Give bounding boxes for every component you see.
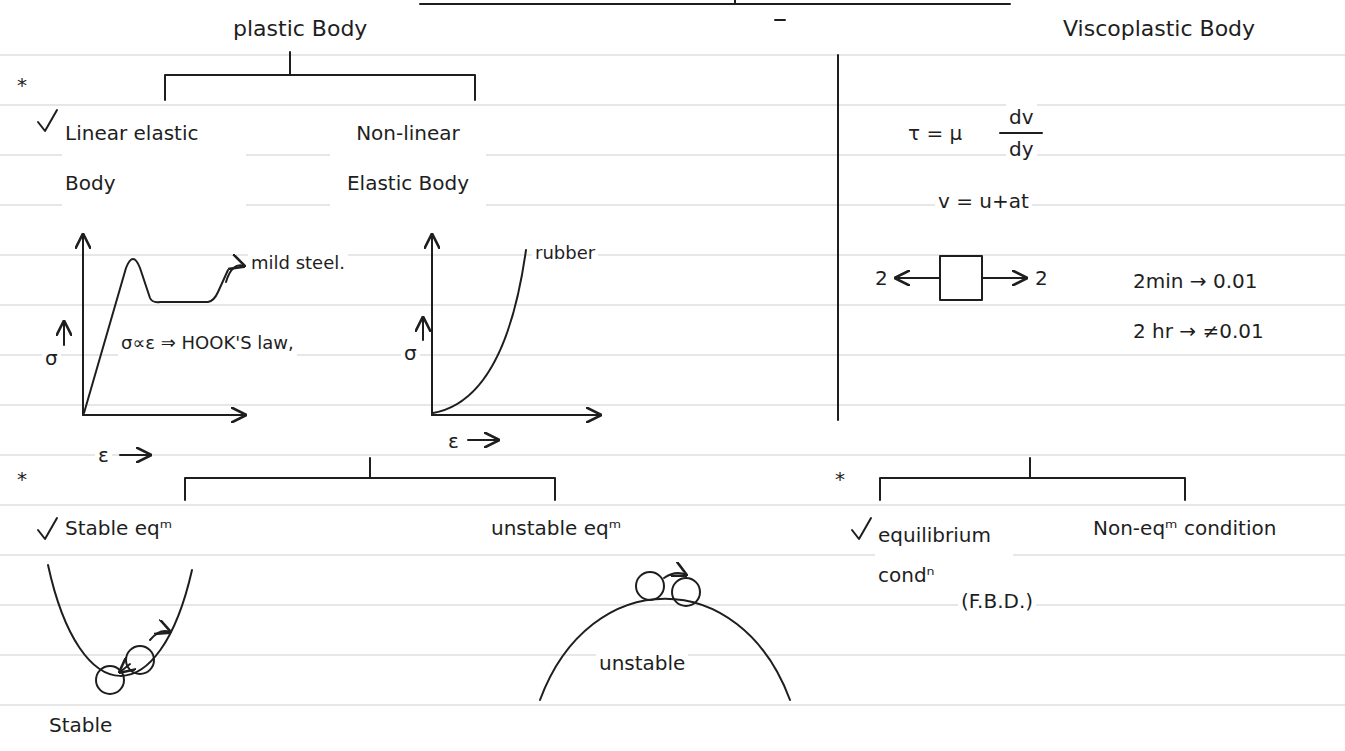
hill-curve xyxy=(540,599,790,700)
category-label: Stable eqᵐ xyxy=(62,515,175,541)
leader-arrow xyxy=(226,265,244,282)
force-value: 2 xyxy=(1032,265,1051,291)
ball xyxy=(636,572,664,600)
ball xyxy=(672,578,700,606)
formula: dy xyxy=(1006,136,1037,162)
divider-line xyxy=(837,55,839,420)
stress-axis xyxy=(431,235,433,415)
bracket xyxy=(185,458,555,500)
formula: dv xyxy=(1006,104,1037,130)
note: (F.B.D.) xyxy=(958,588,1036,614)
figure-label: Stable xyxy=(46,712,115,738)
category-label: unstable eqᵐ xyxy=(488,515,624,541)
force-value: 2 xyxy=(872,265,891,291)
law-note: σ∝ε ⇒ HOOK'S law, xyxy=(118,330,297,356)
axis-arrow xyxy=(63,322,65,345)
force-arrow xyxy=(896,277,940,279)
ruled-lines xyxy=(0,55,1345,705)
curve-label: mild steel. xyxy=(248,250,348,276)
check-mark xyxy=(38,110,57,131)
axis-arrow xyxy=(422,318,424,340)
heading: Viscoplastic Body xyxy=(1060,16,1258,42)
figure-label: unstable xyxy=(596,650,688,676)
motion-arrow xyxy=(120,664,130,672)
fraction-bar xyxy=(1000,132,1042,134)
axis-label: σ xyxy=(401,340,420,366)
category-label: Linear elastic Body xyxy=(62,108,246,208)
rubber-curve xyxy=(433,250,526,413)
ball xyxy=(126,646,154,674)
axis-label: σ xyxy=(42,345,61,371)
star-mark: * xyxy=(832,466,848,492)
star-mark: * xyxy=(14,72,30,98)
bracket xyxy=(420,0,1010,4)
force-arrow xyxy=(982,277,1026,279)
strain-axis xyxy=(432,414,600,416)
stress-axis xyxy=(82,235,84,415)
strain-axis xyxy=(83,414,245,416)
motion-arrow xyxy=(664,573,686,578)
bowl-curve xyxy=(48,565,192,676)
axis-label: ε xyxy=(95,442,112,468)
category-label: equilibrium condⁿ xyxy=(875,515,1013,595)
note: 2 hr → ≠0.01 xyxy=(1130,318,1267,344)
bracket xyxy=(880,458,1185,500)
ball xyxy=(96,666,124,694)
formula: v = u+at xyxy=(935,188,1032,214)
bracket xyxy=(165,52,475,100)
formula: τ = μ xyxy=(905,120,965,146)
curve-label: rubber xyxy=(532,240,598,266)
axis-arrow xyxy=(120,454,150,456)
motion-arrow xyxy=(150,631,170,640)
block xyxy=(940,256,982,300)
check-mark xyxy=(38,518,57,539)
heading: plastic Body xyxy=(230,16,370,42)
axis-arrow xyxy=(468,439,498,441)
axis-label: ε xyxy=(445,428,462,454)
note: 2min → 0.01 xyxy=(1130,268,1260,294)
dash-mark xyxy=(775,19,785,21)
star-mark: * xyxy=(14,466,30,492)
check-mark xyxy=(852,518,871,539)
category-label: Non-linear Elastic Body xyxy=(330,108,486,208)
category-label: Non-eqᵐ condition xyxy=(1090,515,1279,541)
